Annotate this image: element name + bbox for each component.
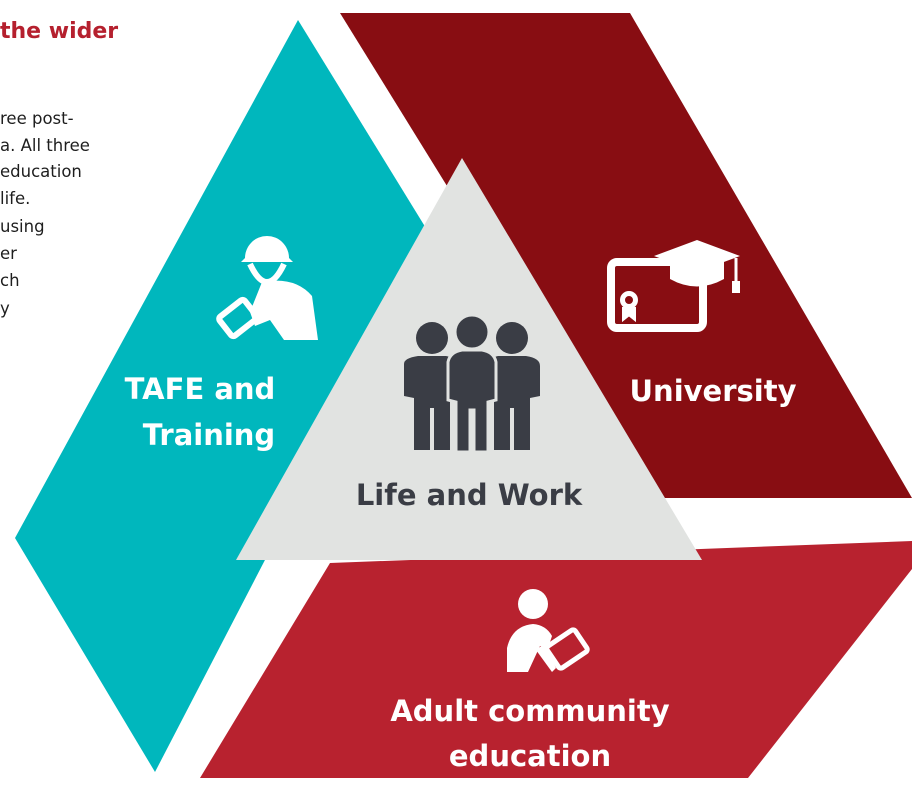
tafe-label-line2: Training — [143, 418, 275, 452]
university-sector[interactable]: University — [340, 13, 912, 498]
university-label: University — [630, 374, 797, 408]
life-and-work-label: Life and Work — [356, 478, 583, 512]
tafe-sector[interactable]: TAFE and Training — [15, 20, 432, 772]
worker-with-tablet-icon — [216, 236, 318, 340]
tafe-shape — [15, 20, 432, 772]
diploma-graduation-cap-icon — [607, 240, 740, 332]
tafe-label-line1: TAFE and — [125, 372, 276, 406]
life-and-work-sector[interactable]: Life and Work — [236, 158, 702, 560]
intro-line: education — [0, 162, 82, 181]
university-shape — [340, 13, 912, 498]
intro-line: ch — [0, 271, 20, 290]
person-writing-icon — [507, 589, 590, 672]
intro-line: y — [0, 299, 10, 318]
intro-line: using — [0, 217, 45, 236]
adult-education-label-line2: education — [449, 739, 611, 773]
intro-line: er — [0, 244, 17, 263]
section-heading: the wider — [0, 19, 119, 44]
group-of-people-icon — [404, 313, 540, 454]
intro-line: life. — [0, 189, 31, 208]
intro-line: ree post- — [0, 109, 74, 128]
intro-line: a. All three — [0, 136, 90, 155]
adult-education-sector[interactable]: Adult community education — [200, 541, 912, 778]
adult-education-label-line1: Adult community — [390, 694, 669, 728]
